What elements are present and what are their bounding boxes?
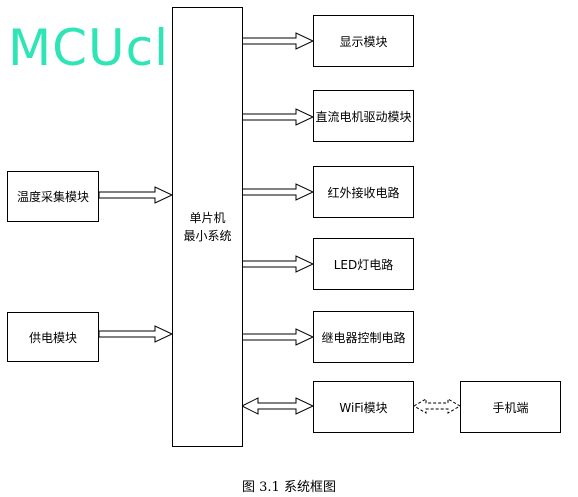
dc-motor-driver-block: 直流电机驱动模块	[313, 90, 414, 142]
figure-caption: 图 3.1 系统框图	[242, 480, 336, 495]
led-circuit-block: LED灯电路	[313, 238, 414, 290]
wifi-module-block: WiFi模块	[313, 381, 414, 433]
mcu-label-line1: 单片机	[189, 211, 226, 225]
temperature-acquisition-block: 温度采集模块	[7, 171, 99, 222]
arrow-mcu-to-relay	[241, 328, 315, 346]
arrow-power-to-mcu	[98, 325, 174, 343]
mcu-minimum-system-block: 单片机 最小系统	[172, 7, 243, 447]
arrow-mcu-to-dc-motor	[241, 108, 315, 126]
relay-control-block: 继电器控制电路	[313, 311, 414, 363]
ir-receiver-block: 红外接收电路	[313, 166, 414, 218]
arrow-mcu-to-display	[241, 32, 315, 50]
arrow-wifi-phone-dashed	[413, 398, 461, 414]
power-supply-block: 供电模块	[7, 312, 99, 362]
arrow-mcu-to-ir	[241, 183, 315, 201]
mcu-label-line2: 最小系统	[183, 229, 232, 243]
arrow-mcu-wifi-bidirectional	[240, 397, 315, 415]
arrow-mcu-to-led	[241, 255, 315, 273]
phone-block: 手机端	[460, 381, 561, 433]
arrow-temp-to-mcu	[98, 186, 174, 204]
display-block: 显示模块	[313, 15, 414, 67]
